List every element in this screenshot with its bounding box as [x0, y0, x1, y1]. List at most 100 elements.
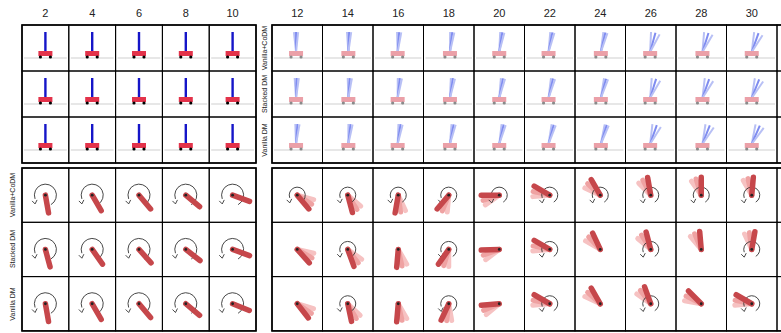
cart [179, 97, 193, 102]
frame-cell [69, 71, 116, 117]
cartpole-frame [628, 78, 675, 105]
wheel [142, 147, 145, 150]
pole [348, 124, 352, 144]
frame-cell [272, 168, 323, 222]
pole [138, 124, 140, 144]
pendulum-frame [637, 287, 659, 312]
frame-cell [626, 277, 677, 331]
frame-cell [22, 117, 69, 163]
pole [185, 78, 187, 98]
wheel [503, 101, 506, 104]
wheel [86, 147, 89, 150]
track-line [527, 58, 574, 59]
wheel [49, 55, 52, 58]
pendulum-frame [481, 248, 500, 260]
track-line [628, 150, 675, 151]
cart [289, 97, 303, 102]
torque-arrow [172, 309, 177, 313]
cartpole-frame [678, 78, 725, 104]
pendulum-bar [297, 195, 309, 209]
wheel [706, 101, 709, 104]
pivot [138, 302, 141, 305]
frame-cell [272, 117, 323, 163]
wheel [706, 147, 709, 150]
torque-arrow [539, 307, 544, 311]
pole [549, 33, 555, 52]
cart [341, 143, 355, 148]
cartpole-frame [24, 124, 67, 151]
column-step: 8 [183, 7, 189, 19]
pendulum-frame [437, 187, 457, 212]
frame-cell [162, 117, 209, 163]
wheel [132, 147, 135, 150]
frame-cell [116, 222, 163, 276]
wheel [352, 101, 355, 104]
wheel [39, 101, 42, 104]
pivot [231, 248, 234, 251]
pendulum-bar [92, 195, 101, 211]
pole [601, 126, 609, 144]
wheel [236, 101, 239, 104]
pendulum-bar [233, 249, 250, 255]
pendulum-frame [337, 241, 361, 266]
cartpole-frame [426, 32, 473, 59]
cart [226, 51, 240, 56]
track-line [476, 150, 523, 151]
pole [499, 33, 504, 52]
track-line [164, 150, 207, 151]
track-line [527, 104, 574, 105]
wheel [401, 101, 404, 104]
column-step: 28 [695, 7, 707, 19]
pole [296, 78, 299, 98]
cartpole-frame [426, 124, 473, 151]
cartpole-frame [118, 78, 161, 105]
track-line [274, 150, 321, 151]
wheel [644, 55, 647, 58]
cartpole-frame [476, 32, 523, 59]
pendulum-frame [690, 232, 702, 251]
frame-cell [525, 117, 576, 163]
pole [650, 127, 661, 144]
row-method: Vanilla+CoDM [9, 172, 16, 218]
pendulum-frame [32, 184, 56, 213]
cartpole-frame [274, 78, 321, 105]
torque-arrow [741, 253, 746, 257]
frame-cell [209, 71, 256, 117]
pendulum-frame [32, 238, 56, 266]
pivot [44, 194, 47, 197]
wheel [391, 55, 394, 58]
pivot [296, 302, 299, 305]
cart [492, 143, 506, 148]
cart [492, 97, 506, 102]
pivot [498, 248, 501, 251]
cart [542, 143, 556, 148]
cart [179, 143, 193, 148]
cartpole-frame [527, 124, 574, 150]
frame-cell [323, 168, 374, 222]
column-step: 22 [544, 7, 556, 19]
pivot [700, 194, 703, 197]
frame-cell [209, 277, 256, 331]
cartpole-frame [164, 124, 207, 151]
cart [289, 51, 303, 56]
track-line [577, 58, 624, 59]
pendulum-frame [585, 180, 608, 203]
row-method: Vanilla+CoDM [261, 25, 268, 71]
pivot [231, 302, 234, 305]
pole [702, 81, 713, 98]
track-line [476, 104, 523, 105]
frame-cell [474, 117, 525, 163]
pole [601, 79, 608, 98]
cartpole-frame [325, 78, 372, 105]
cart [391, 97, 405, 102]
column-step: 18 [443, 7, 455, 19]
torque-arrow [79, 200, 84, 204]
pendulum-bar [92, 304, 101, 320]
track-line [164, 58, 207, 59]
frame-cell [474, 25, 525, 71]
frame-cell [424, 71, 475, 117]
cartpole-frame [24, 32, 67, 59]
pivot [138, 194, 141, 197]
wheel [401, 55, 404, 58]
frame-cell [373, 25, 424, 71]
